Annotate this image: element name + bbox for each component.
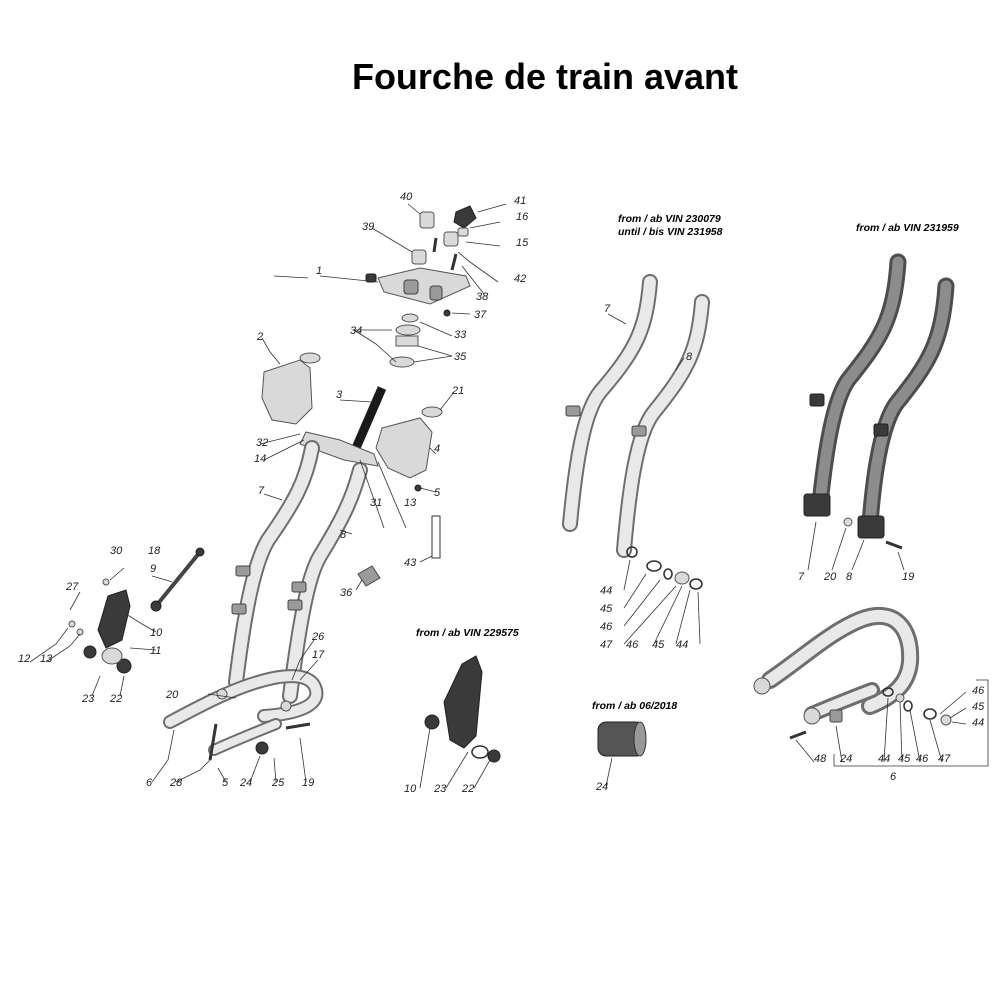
callout-13: 13 bbox=[40, 653, 53, 665]
callout-28: 28 bbox=[169, 777, 183, 789]
callout-42: 42 bbox=[514, 273, 526, 285]
callout-12: 12 bbox=[18, 653, 30, 665]
callout-right-7: 7 bbox=[798, 571, 805, 583]
callout-39: 39 bbox=[362, 221, 374, 233]
callout-24: 24 bbox=[239, 777, 252, 789]
callout-mid-47: 47 bbox=[600, 639, 613, 651]
callout-right-45: 45 bbox=[972, 701, 985, 713]
callout-3: 3 bbox=[336, 389, 343, 401]
callout-16: 16 bbox=[516, 211, 529, 223]
callout-right-46b: 46 bbox=[916, 753, 929, 765]
right-fork-variant bbox=[803, 253, 955, 550]
callout-2: 2 bbox=[256, 331, 263, 343]
callout-19: 19 bbox=[302, 777, 314, 789]
main-assembly bbox=[68, 205, 477, 761]
callout-11: 11 bbox=[150, 645, 161, 657]
callout-lever-22: 22 bbox=[461, 783, 474, 795]
callout-mid-46: 46 bbox=[600, 621, 613, 633]
note-vin-230079-line2: until / bis VIN 231958 bbox=[618, 226, 723, 238]
callout-lever-23: 23 bbox=[433, 783, 447, 795]
callout-mid-45: 45 bbox=[600, 603, 613, 615]
callout-8: 8 bbox=[340, 529, 347, 541]
top-cap-parts bbox=[411, 205, 477, 271]
callout-mid-7: 7 bbox=[604, 303, 611, 315]
leader-lines bbox=[29, 203, 989, 789]
callout-right-24: 24 bbox=[839, 753, 852, 765]
callout-30: 30 bbox=[110, 545, 123, 557]
callout-14: 14 bbox=[254, 453, 266, 465]
spacer-rod bbox=[431, 515, 441, 559]
right-cover-bracket bbox=[375, 406, 443, 492]
callout-13b: 13 bbox=[404, 497, 417, 509]
right-rocker-variant bbox=[753, 606, 952, 740]
callout-right-20: 20 bbox=[823, 571, 837, 583]
callout-9: 9 bbox=[150, 563, 156, 575]
callout-21: 21 bbox=[451, 385, 464, 397]
callout-right-19: 19 bbox=[902, 571, 914, 583]
callout-bushing-24: 24 bbox=[595, 781, 608, 793]
callout-right-44b: 44 bbox=[878, 753, 890, 765]
note-date-062018: from / ab 06/2018 bbox=[592, 700, 678, 712]
callout-22: 22 bbox=[109, 693, 122, 705]
callout-17: 17 bbox=[312, 649, 325, 661]
callout-34: 34 bbox=[350, 325, 362, 337]
upper-triple-clamp bbox=[365, 267, 471, 305]
callout-40: 40 bbox=[400, 191, 413, 203]
callout-41: 41 bbox=[514, 195, 526, 207]
lower-triple-clamp bbox=[299, 431, 379, 467]
callout-right-46: 46 bbox=[972, 685, 985, 697]
callout-18: 18 bbox=[148, 545, 161, 557]
callout-27: 27 bbox=[65, 581, 79, 593]
lever-variant bbox=[424, 655, 501, 763]
callout-right-8: 8 bbox=[846, 571, 853, 583]
callout-31: 31 bbox=[370, 497, 382, 509]
small-clip bbox=[357, 565, 381, 587]
callout-mid-45b: 45 bbox=[652, 639, 665, 651]
callout-38: 38 bbox=[476, 291, 489, 303]
callout-right-44: 44 bbox=[972, 717, 984, 729]
callout-mid-46b: 46 bbox=[626, 639, 639, 651]
callout-right-47: 47 bbox=[938, 753, 951, 765]
page-title: Fourche de train avant bbox=[351, 56, 739, 97]
callout-right-45b: 45 bbox=[898, 753, 911, 765]
callout-20: 20 bbox=[165, 689, 179, 701]
callout-26: 26 bbox=[311, 631, 325, 643]
callout-right-6: 6 bbox=[890, 771, 897, 783]
note-vin-230079-line1: from / ab VIN 230079 bbox=[618, 213, 721, 225]
callout-mid-44: 44 bbox=[600, 585, 612, 597]
callout-32: 32 bbox=[256, 437, 268, 449]
callout-mid-44b: 44 bbox=[676, 639, 688, 651]
callout-labels: 1 2 3 4 5 7 8 9 10 11 12 13 13 14 15 16 … bbox=[18, 191, 985, 795]
callout-25: 25 bbox=[271, 777, 285, 789]
callout-10: 10 bbox=[150, 627, 163, 639]
callout-right-48: 48 bbox=[814, 753, 827, 765]
callout-4: 4 bbox=[434, 443, 440, 455]
callout-6: 6 bbox=[146, 777, 153, 789]
note-vin-230079: from / ab VIN 230079 until / bis VIN 231… bbox=[618, 213, 722, 239]
callout-37: 37 bbox=[474, 309, 487, 321]
steering-stem bbox=[351, 386, 387, 450]
bushing-variant bbox=[597, 721, 647, 757]
callout-5b: 5 bbox=[222, 777, 229, 789]
callout-5: 5 bbox=[434, 487, 441, 499]
callout-15: 15 bbox=[516, 237, 529, 249]
tie-rod-assembly bbox=[68, 547, 205, 674]
middle-fork-variant bbox=[562, 274, 710, 590]
callout-lever-10: 10 bbox=[404, 783, 417, 795]
callout-23: 23 bbox=[81, 693, 95, 705]
callout-35: 35 bbox=[454, 351, 467, 363]
callout-mid-8: 8 bbox=[686, 351, 693, 363]
callout-7: 7 bbox=[258, 485, 265, 497]
callout-33: 33 bbox=[454, 329, 467, 341]
rocker-arm bbox=[163, 669, 324, 761]
bearing-stack bbox=[389, 309, 451, 368]
note-vin-229575: from / ab VIN 229575 bbox=[416, 627, 519, 639]
callout-36: 36 bbox=[340, 587, 353, 599]
callout-43: 43 bbox=[404, 557, 417, 569]
left-cover-bracket bbox=[261, 352, 321, 425]
callout-1: 1 bbox=[316, 265, 322, 277]
main-fork-tubes bbox=[228, 440, 368, 704]
note-vin-231959: from / ab VIN 231959 bbox=[856, 222, 959, 234]
